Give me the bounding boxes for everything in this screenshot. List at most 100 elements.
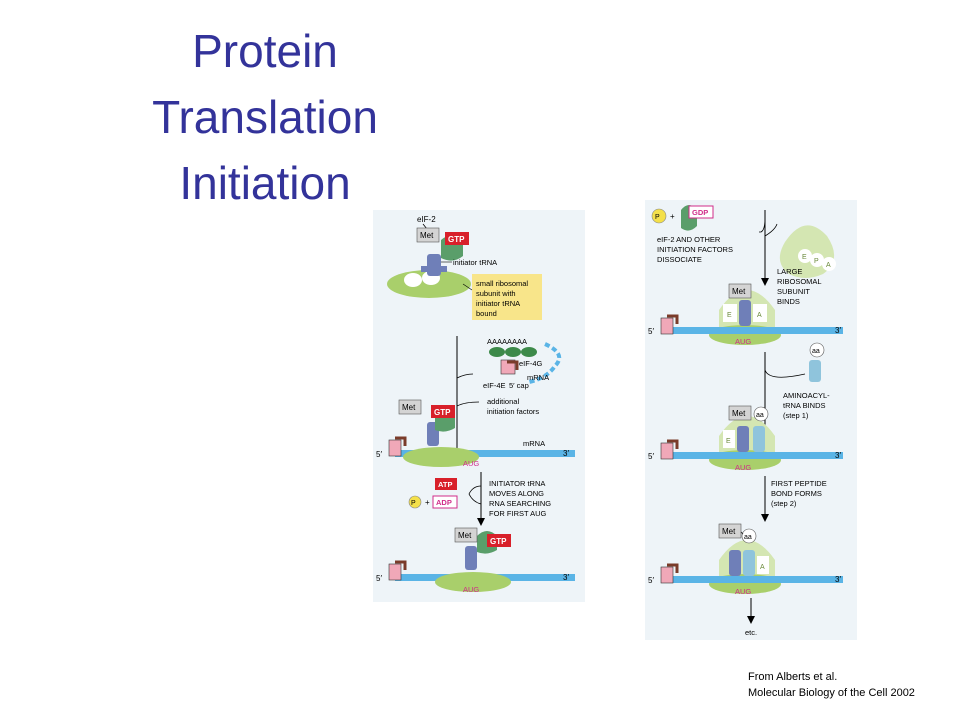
label-3prime-1: 3′: [563, 449, 569, 458]
site-e-assembled: [723, 304, 737, 322]
pi-circle-1: [408, 495, 422, 509]
stage-at-aug: 5′ 3′ Met GTP AUG: [376, 527, 575, 594]
description-box: [472, 274, 542, 320]
large-subunit-arrow: [764, 223, 778, 237]
pabp-3: [521, 347, 537, 357]
site-a-assembled: [753, 304, 767, 322]
label-mrna-top: mRNA: [527, 373, 549, 382]
circular-mrna: [528, 342, 562, 384]
mrna-strand-5: [667, 576, 843, 583]
label-met-6: Met: [722, 527, 736, 536]
label-mrna-strand-1: mRNA: [523, 439, 545, 448]
aminoacyl-join-arrow: [764, 369, 806, 378]
title-line-3: Initiation: [179, 157, 351, 209]
cap-3: [660, 317, 674, 335]
mrna-join-arrow: [456, 373, 474, 379]
label-pi-2: P: [655, 214, 660, 221]
met-box-3: [454, 527, 478, 543]
label-5cap: 5′ cap: [509, 381, 529, 390]
label-3prime-3: 3′: [835, 326, 841, 335]
label-eif4e: eIF-4E: [483, 381, 506, 390]
site-a-step2: [757, 556, 769, 574]
cap-factor-2: [395, 560, 407, 570]
peptidyl-trna: [743, 550, 755, 576]
label-plus-2: +: [670, 212, 675, 221]
cap-4: [660, 442, 674, 460]
large-line-4: BINDS: [777, 297, 800, 306]
label-3prime-4: 3′: [835, 451, 841, 460]
box-line-4: bound: [476, 309, 497, 318]
stage-complex-on-mrna: 5′ 3′ mRNA Met GTP AUG: [376, 399, 575, 468]
cap-factor-4: [667, 439, 679, 449]
trna-3: [465, 546, 477, 570]
gtp-box: [445, 232, 469, 245]
initiator-trna: [427, 254, 441, 276]
label-adp: ADP: [436, 498, 452, 507]
label-a-1: A: [757, 312, 762, 319]
label-aug-5: AUG: [735, 587, 751, 596]
mrna-strand-4: [667, 452, 843, 459]
label-aa-free: aa: [812, 348, 820, 355]
peptide-line-2: BOND FORMS: [771, 489, 822, 498]
label-aug-2: AUG: [463, 585, 479, 594]
peptide-bond-line: [740, 531, 744, 535]
credit-line-2: Molecular Biology of the Cell 2002: [748, 687, 915, 699]
pi-circle-2: [651, 208, 667, 224]
label-initiator-trna: initiator tRNA: [453, 258, 497, 267]
cap-5: [660, 566, 674, 584]
label-5prime-1: 5′: [376, 450, 382, 459]
label-gdp: GDP: [692, 208, 708, 217]
dissociate-line-3: DISSOCIATE: [657, 255, 702, 264]
trna-arm-left: [421, 266, 429, 272]
stage-factor-dissociation: P + GDP eIF-2 AND OTHER INITIATION FACTO…: [651, 205, 836, 306]
amino-line-2: tRNA BINDS: [783, 401, 826, 410]
trna-4: [739, 300, 751, 326]
label-aa-peptide: aa: [744, 534, 752, 541]
label-pi-1: P: [411, 500, 416, 507]
eif4e-factor: [507, 360, 519, 370]
label-e-2: E: [726, 438, 731, 445]
box-pointer: [462, 283, 473, 291]
peptide-line-1: FIRST PEPTIDE: [771, 479, 827, 488]
gtp-box-2: [431, 405, 455, 418]
source-credit: From Alberts et al. Molecular Biology of…: [748, 669, 915, 701]
large-site-e: [798, 249, 812, 263]
amino-line-1: AMINOACYL-: [783, 391, 830, 400]
label-met-2: Met: [402, 403, 416, 412]
label-e-1: E: [727, 312, 732, 319]
dissociate-line-1: eIF-2 AND OTHER: [657, 235, 721, 244]
label-met-4: Met: [732, 287, 746, 296]
trna-arm-right: [439, 266, 447, 272]
met-box-4: [728, 283, 752, 299]
arrow-head-6: [747, 616, 755, 624]
met-box: [416, 227, 440, 243]
mrna-strand-1: [395, 450, 575, 457]
cap-factor-3: [667, 314, 679, 324]
label-met-3: Met: [458, 531, 472, 540]
met-box-5: [728, 405, 752, 421]
label-5prime-3: 5′: [648, 327, 654, 336]
box-line-2: subunit with: [476, 289, 516, 298]
adp-box: [432, 495, 458, 509]
label-e-large: E: [802, 254, 807, 261]
cap-factor-5: [667, 563, 679, 573]
gdp-box: [688, 205, 714, 219]
met-box-2: [398, 399, 422, 415]
gtp-box-3: [487, 534, 511, 547]
stage-peptide-bond: FIRST PEPTIDE BOND FORMS (step 2): [761, 476, 827, 522]
stage-small-subunit: eIF-2 Met GTP initiator tRNA small ribos…: [387, 215, 542, 320]
large-line-1: LARGE: [777, 267, 802, 276]
left-diagram-panel: eIF-2 Met GTP initiator tRNA small ribos…: [373, 210, 585, 602]
box-line-3: initiator tRNA: [476, 299, 520, 308]
amino-line-3: (step 1): [783, 411, 809, 420]
stage-mrna-binding: AAAAAAAA eIF-4G mRNA eIF-4E 5′ cap addit…: [453, 336, 562, 458]
stage-scanning: ATP P + ADP INITIATOR tRNA MOVES ALONG R…: [408, 472, 551, 526]
aa-circle-bound: [753, 406, 769, 422]
arrow-head-2: [477, 518, 485, 526]
title-line-1: Protein: [192, 25, 338, 77]
trna-5: [737, 426, 749, 452]
pabp-1: [489, 347, 505, 357]
cap-factor-1: [395, 436, 407, 446]
label-met-5: Met: [732, 409, 746, 418]
moves-line-2: MOVES ALONG: [489, 489, 544, 498]
